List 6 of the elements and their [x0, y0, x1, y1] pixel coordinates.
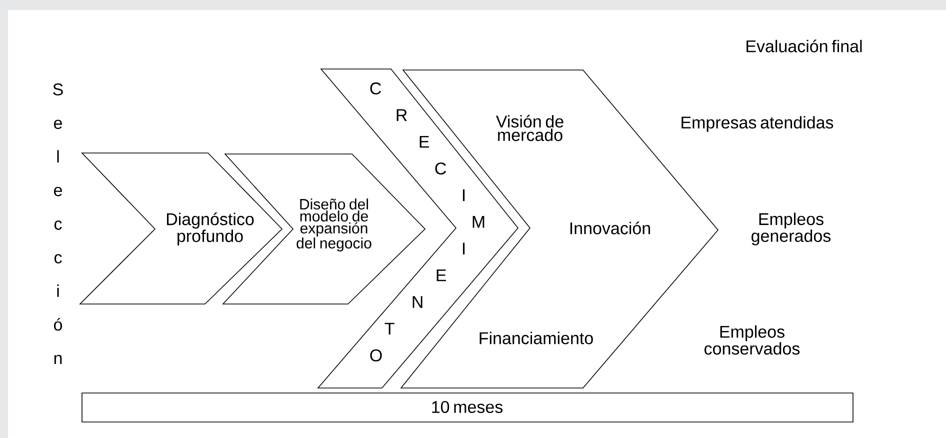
timeline-bar: 10 meses — [82, 392, 854, 422]
outcome-label: Empleos generados — [752, 212, 831, 246]
outcome-label: Empresas atendidas — [682, 116, 834, 132]
outcome-label: Evaluación final — [746, 40, 862, 52]
outcome-label: Empleos conservados — [704, 325, 800, 355]
vertical-label: Selección — [53, 83, 63, 364]
